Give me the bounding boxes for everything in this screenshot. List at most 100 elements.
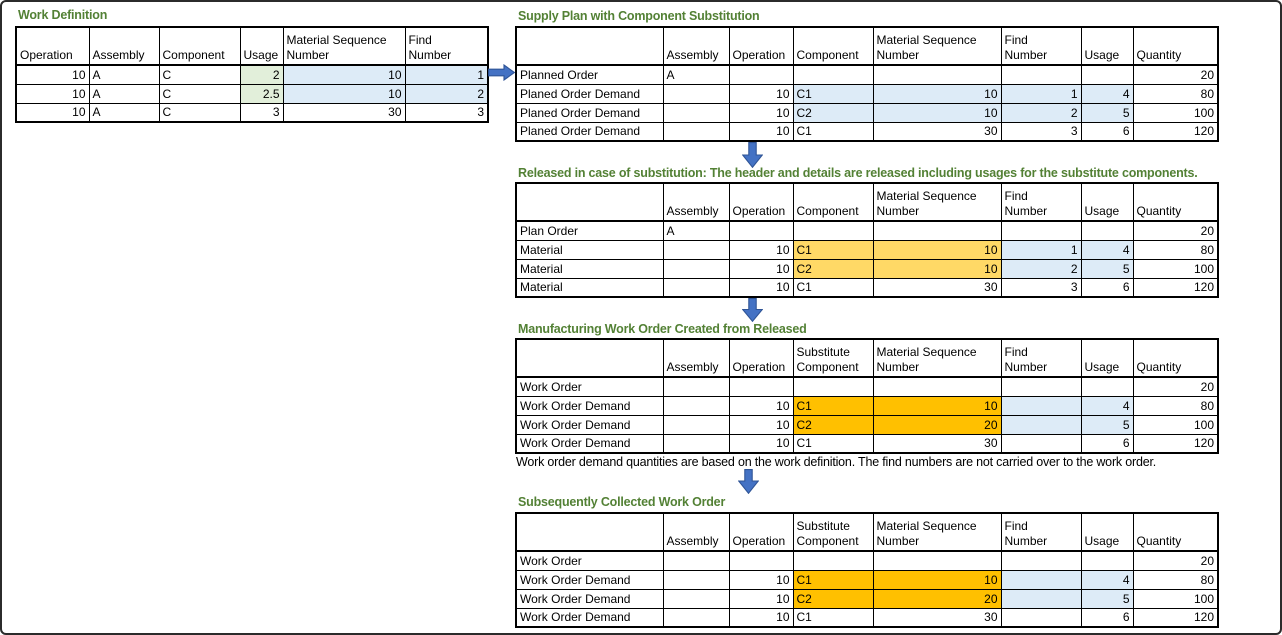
column-header: Quantity xyxy=(1132,512,1219,552)
cell: 10 xyxy=(728,395,794,416)
column-header: Material Sequence Number xyxy=(872,338,1002,378)
cell xyxy=(792,550,874,571)
column-header: Find Number xyxy=(1000,182,1082,222)
column-header: Find Number xyxy=(1000,26,1082,66)
cell: 20 xyxy=(1132,376,1219,397)
cell: 10 xyxy=(728,588,794,609)
column-header: Assembly xyxy=(662,512,730,552)
column-header: Operation xyxy=(728,338,794,378)
cell: 2 xyxy=(1000,102,1082,123)
cell: 3 xyxy=(1000,121,1082,142)
cell: C2 xyxy=(792,102,874,123)
column-header: Usage xyxy=(239,26,284,66)
cell: C2 xyxy=(792,414,874,435)
cell xyxy=(1000,395,1082,416)
cell: 10 xyxy=(15,64,90,85)
cell xyxy=(662,588,730,609)
cell: 100 xyxy=(1132,258,1219,279)
cell: Work Order xyxy=(515,550,664,571)
cell: Material xyxy=(515,239,664,260)
column-header xyxy=(515,512,664,552)
cell: A xyxy=(88,102,160,123)
cell: 10 xyxy=(728,121,794,142)
cell: Planed Order Demand xyxy=(515,83,664,104)
cell: Planed Order Demand xyxy=(515,121,664,142)
cell: C xyxy=(158,102,241,123)
column-header: Assembly xyxy=(662,26,730,66)
cell: 3 xyxy=(239,102,284,123)
cell: 10 xyxy=(728,607,794,628)
work-definition-title: Work Definition xyxy=(18,8,108,22)
column-header: Assembly xyxy=(88,26,160,66)
cell: Plan Order xyxy=(515,220,664,241)
cell: 10 xyxy=(872,395,1002,416)
column-header: Quantity xyxy=(1132,26,1219,66)
cell: Work Order Demand xyxy=(515,433,664,454)
cell: 80 xyxy=(1132,569,1219,590)
cell: C2 xyxy=(792,258,874,279)
cell: C1 xyxy=(792,395,874,416)
column-header: Component xyxy=(792,26,874,66)
cell: 100 xyxy=(1132,102,1219,123)
cell: Planed Order Demand xyxy=(515,102,664,123)
cell xyxy=(728,64,794,85)
column-header: Usage xyxy=(1080,338,1134,378)
cell: 30 xyxy=(872,607,1002,628)
cell xyxy=(1080,550,1134,571)
cell xyxy=(1000,607,1082,628)
cell xyxy=(792,220,874,241)
cell xyxy=(662,277,730,298)
cell: Work Order Demand xyxy=(515,607,664,628)
cell: C xyxy=(158,83,241,104)
cell: 30 xyxy=(872,121,1002,142)
cell xyxy=(1000,414,1082,435)
cell: Planned Order xyxy=(515,64,664,85)
cell: 10 xyxy=(282,83,406,104)
column-header: Component xyxy=(792,182,874,222)
cell: 30 xyxy=(872,433,1002,454)
cell: Material xyxy=(515,258,664,279)
column-header: Component xyxy=(158,26,241,66)
cell: 10 xyxy=(15,102,90,123)
cell xyxy=(792,64,874,85)
column-header: Material Sequence Number xyxy=(872,26,1002,66)
cell: 10 xyxy=(728,277,794,298)
cell: 6 xyxy=(1080,121,1134,142)
cell: 1 xyxy=(404,64,489,85)
flow-arrow-right-icon xyxy=(488,64,515,81)
column-header: Operation xyxy=(728,26,794,66)
cell: 6 xyxy=(1080,433,1134,454)
cell: 10 xyxy=(728,258,794,279)
column-header: Operation xyxy=(728,182,794,222)
cell: 6 xyxy=(1080,277,1134,298)
column-header: Assembly xyxy=(662,338,730,378)
column-header xyxy=(515,26,664,66)
cell: 10 xyxy=(728,102,794,123)
cell xyxy=(662,83,730,104)
cell xyxy=(1000,220,1082,241)
cell: C1 xyxy=(792,607,874,628)
cell: 1 xyxy=(1000,239,1082,260)
cell: 80 xyxy=(1132,83,1219,104)
column-header: Material Sequence Number xyxy=(282,26,406,66)
cell: Material xyxy=(515,277,664,298)
cell xyxy=(1000,64,1082,85)
cell xyxy=(662,239,730,260)
cell: 10 xyxy=(728,83,794,104)
cell: C1 xyxy=(792,121,874,142)
cell: 10 xyxy=(728,239,794,260)
cell: 5 xyxy=(1080,588,1134,609)
column-header xyxy=(515,182,664,222)
cell: 20 xyxy=(872,414,1002,435)
